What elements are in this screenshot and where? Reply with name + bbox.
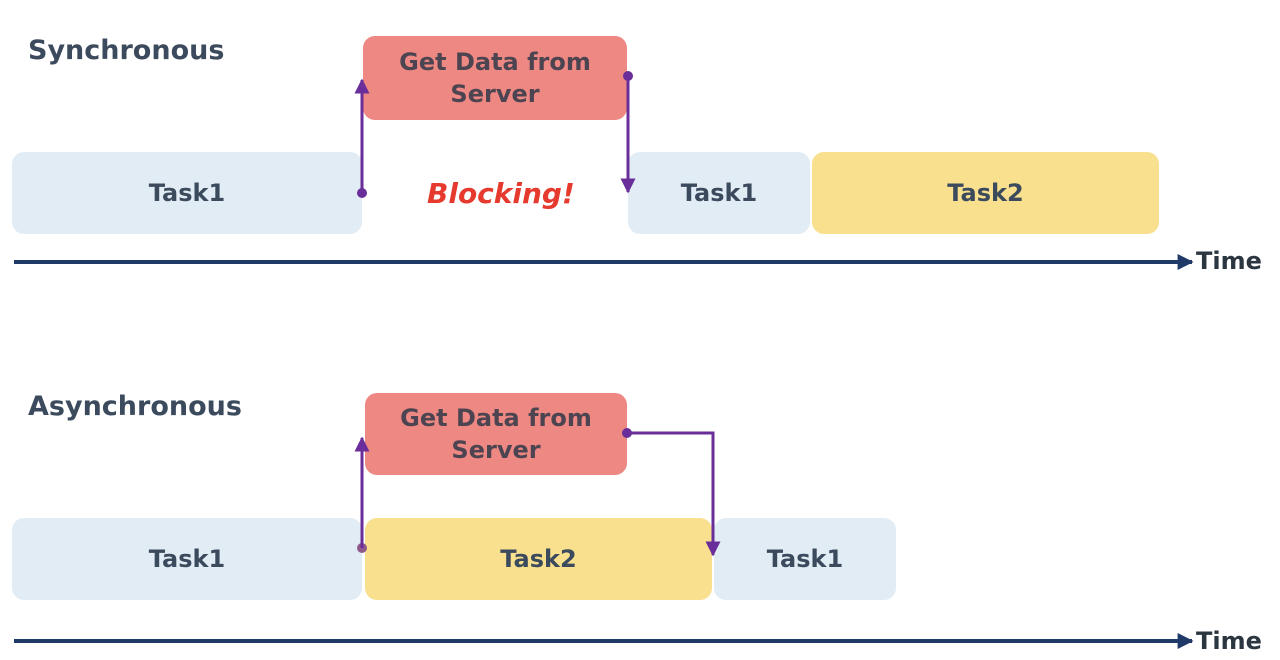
synchronous-title: Synchronous — [28, 35, 225, 66]
asynchronous-title: Asynchronous — [28, 391, 242, 422]
async-task1-box: Task1 — [12, 518, 362, 600]
sync-time-label: Time — [1196, 247, 1262, 275]
async-task1-resume-box: Task1 — [714, 518, 896, 600]
sync-task1-resume-box: Task1 — [628, 152, 810, 234]
async-task2-box: Task2 — [365, 518, 712, 600]
async-get-data-box: Get Data from Server — [365, 393, 627, 475]
async-time-label: Time — [1196, 627, 1262, 655]
sync-task1-box: Task1 — [12, 152, 362, 234]
sync-task2-box: Task2 — [812, 152, 1159, 234]
sync-blocking-label: Blocking! — [427, 177, 575, 210]
sync-get-data-box: Get Data from Server — [363, 36, 627, 120]
